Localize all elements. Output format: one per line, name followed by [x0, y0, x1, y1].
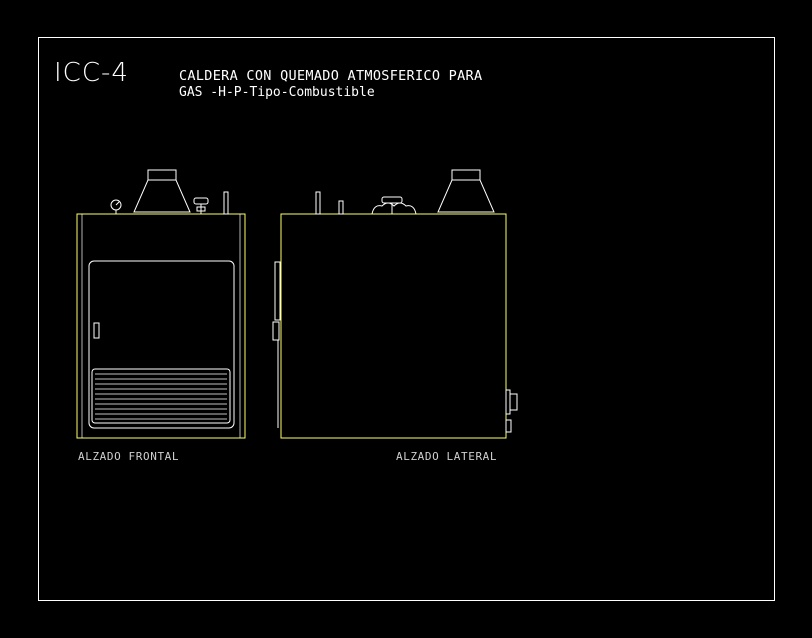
front-elevation-label: ALZADO FRONTAL	[78, 450, 180, 463]
side-elevation	[272, 169, 518, 439]
drawing-code: ICC-4	[54, 58, 129, 88]
door-handle	[93, 322, 100, 339]
drawing-title-line1: CALDERA CON QUEMADO ATMOSFERICO PARA	[179, 68, 483, 84]
side-flue-hood	[437, 169, 495, 213]
side-hinge-top	[274, 261, 281, 321]
side-pipe-connections	[505, 389, 518, 433]
front-thermometer-icon	[223, 191, 229, 215]
front-body	[76, 213, 246, 439]
pressure-gauge-icon	[110, 199, 122, 214]
vent-grille-lines	[95, 373, 227, 420]
side-body	[280, 213, 507, 439]
front-elevation	[76, 169, 246, 439]
side-thermometer-icon	[315, 191, 321, 215]
side-hinge-mid	[272, 321, 280, 341]
vent-grille	[91, 368, 231, 424]
front-door	[88, 260, 235, 429]
front-valve-icon	[193, 197, 209, 214]
side-elevation-label: ALZADO LATERAL	[396, 450, 498, 463]
front-flue-hood	[133, 169, 191, 213]
drawing-frame	[38, 37, 775, 601]
burner-manifold-icon	[371, 196, 417, 215]
side-valve-icon	[338, 200, 344, 215]
drawing-title-line2: GAS -H-P-Tipo-Combustible	[179, 85, 375, 100]
